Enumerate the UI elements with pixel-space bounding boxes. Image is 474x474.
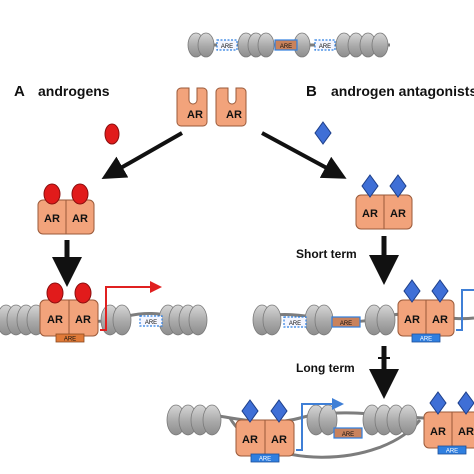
panel-a-title: androgens: [38, 83, 110, 99]
ar-dna-bound-antagonist-right: AR AR ARE: [423, 391, 474, 455]
antagonist-ligand: [403, 279, 421, 303]
are-label: ARE: [64, 337, 76, 343]
antagonist-ligand: [429, 391, 447, 415]
are-site: [411, 333, 441, 343]
ar-label: AR: [242, 434, 258, 446]
chromatin-panel-a: AR AR ARE ARE: [0, 281, 208, 343]
are-label: ARE: [340, 321, 352, 327]
are-site: ARE: [331, 316, 361, 328]
are-site: ARE: [314, 39, 336, 51]
antagonist-ligand: [241, 399, 259, 423]
nucleosome-group: [0, 304, 208, 336]
ar-dna-bound-antagonist-left: AR AR ARE: [235, 399, 295, 463]
are-label: ARE: [319, 44, 331, 50]
are-site: ARE: [216, 39, 238, 51]
are-label: ARE: [221, 44, 233, 50]
nucleosome: [197, 32, 215, 58]
antagonist-ligand: [431, 279, 449, 303]
are-site: ARE: [333, 427, 363, 439]
short-term-label: Short term: [296, 247, 357, 261]
transcription-arrow-blue: [296, 398, 344, 451]
nucleosome: [371, 32, 389, 58]
are-label: ARE: [280, 44, 292, 50]
ar-label: AR: [75, 314, 91, 326]
androgen-ligand: [46, 282, 64, 304]
are-label: ARE: [342, 432, 354, 438]
are-site: [437, 445, 467, 455]
nucleosome-group: [166, 404, 418, 436]
are-label: ARE: [259, 457, 271, 463]
ar-label: AR: [458, 426, 474, 438]
ar-androgen-bound: AR AR: [37, 183, 95, 235]
nucleosome: [202, 404, 222, 436]
panel-b-letter: B: [306, 83, 317, 100]
are-site: ARE: [139, 315, 163, 327]
ar-label: AR: [44, 213, 60, 225]
nucleosome: [188, 304, 208, 336]
ar-unbound-right: AR: [215, 87, 247, 127]
ar-label: AR: [432, 314, 448, 326]
nucleosome: [314, 304, 334, 336]
top-chromatin: ARE ARE ARE: [187, 32, 390, 58]
are-label: ARE: [420, 337, 432, 343]
ar-label: AR: [226, 109, 242, 121]
ar-label: AR: [430, 426, 446, 438]
ar-label: AR: [271, 434, 287, 446]
ar-label: AR: [47, 314, 63, 326]
antagonist-ligand: [389, 174, 407, 198]
panel-b-title: androgen antagonists: [331, 83, 474, 99]
nucleosome: [376, 304, 396, 336]
transcription-arrow-blue: [456, 289, 474, 331]
androgen-ligand: [71, 183, 89, 205]
ar-unbound-left: AR: [176, 87, 208, 127]
ar-dna-bound: AR AR ARE: [39, 282, 99, 343]
antagonist-ligand: [457, 391, 474, 415]
nucleosome: [257, 32, 275, 58]
are-site: ARE: [274, 39, 298, 51]
are-label: ARE: [446, 449, 458, 455]
nucleosome-group: [252, 304, 396, 336]
ar-label: AR: [72, 213, 88, 225]
nucleosome-group: [187, 32, 389, 58]
transcription-arrow-red: [100, 281, 162, 331]
panel-a-letter: A: [14, 83, 25, 100]
ar-label: AR: [362, 208, 378, 220]
ar-dna-bound-antagonist: AR AR ARE: [397, 279, 455, 343]
are-label: ARE: [145, 320, 157, 326]
androgen-ligand: [74, 282, 92, 304]
arrow-to-androgen-binding: [101, 131, 183, 179]
antagonist-ligand: [314, 121, 332, 145]
long-term-label: Long term: [296, 361, 355, 375]
antagonist-ligand: [361, 174, 379, 198]
arrow-to-antagonist-binding: [261, 131, 347, 179]
are-site: [250, 453, 280, 463]
are-label: ARE: [289, 321, 301, 327]
ar-antagonist-bound: AR AR: [355, 174, 413, 230]
ar-label: AR: [390, 208, 406, 220]
are-site: ARE: [283, 316, 307, 328]
androgen-ligand: [104, 123, 120, 145]
nucleosome: [112, 304, 132, 336]
nucleosome: [262, 304, 282, 336]
are-site: [55, 333, 85, 343]
androgen-ligand: [43, 183, 61, 205]
ar-label: AR: [187, 109, 203, 121]
chromatin-panel-b-long: AR AR ARE ARE AR AR ARE: [166, 391, 474, 463]
antagonist-ligand: [270, 399, 288, 423]
chromatin-panel-b-short: ARE ARE AR AR ARE: [252, 279, 474, 343]
ar-label: AR: [404, 314, 420, 326]
nucleosome: [398, 404, 418, 436]
